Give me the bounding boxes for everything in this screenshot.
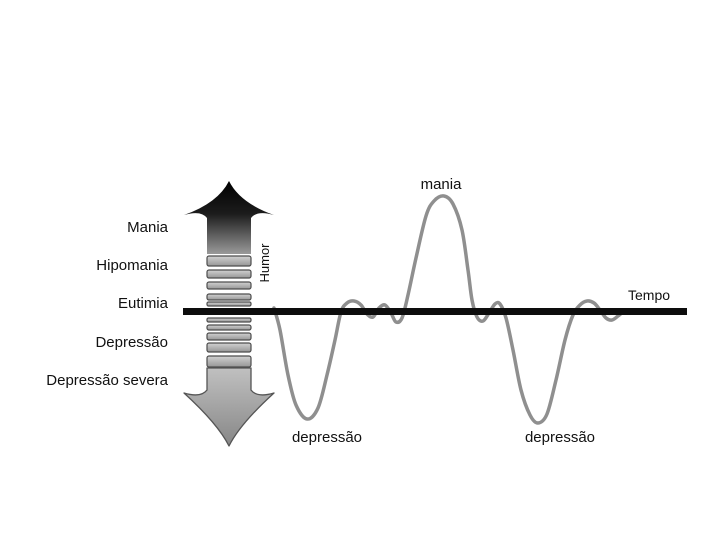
scale-label-eutimia: Eutimia xyxy=(117,295,168,312)
scale-stripe xyxy=(206,269,252,279)
annotation-depressao-1: depressão xyxy=(291,429,363,446)
annotation-mania: mania xyxy=(420,176,462,193)
scale-stripe xyxy=(206,324,252,331)
scale-stripe xyxy=(206,332,252,341)
scale-label-mania: Mania xyxy=(127,219,168,236)
scale-stripe xyxy=(206,301,252,307)
humor-down-arrow-icon xyxy=(183,367,275,447)
scale-label-depressao: Depressão xyxy=(95,334,168,351)
annotation-depressao-2: depressão xyxy=(524,429,596,446)
scale-label-depressao-severa: Depressão severa xyxy=(46,372,168,389)
scale-stripe xyxy=(206,355,252,368)
tempo-axis-label: Tempo xyxy=(628,287,671,303)
scale-label-hipomania: Hipomania xyxy=(96,257,168,274)
scale-stripe xyxy=(206,293,252,301)
humor-scale-stripes xyxy=(206,255,252,368)
scale-stripe xyxy=(206,281,252,290)
humor-up-arrow-icon xyxy=(184,181,274,254)
humor-axis-label: Humor xyxy=(257,243,272,283)
scale-stripe xyxy=(206,317,252,323)
scale-stripe xyxy=(206,342,252,353)
scale-stripe xyxy=(206,255,252,267)
